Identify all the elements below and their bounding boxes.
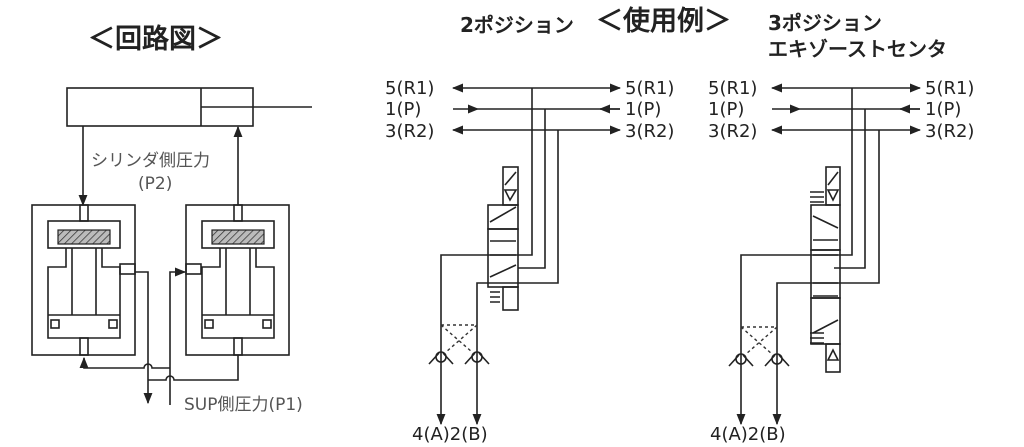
port-label-p-right: 1(P) — [625, 99, 661, 120]
port-label-r1-right: 5(R1) — [625, 78, 674, 99]
three-position-subtitle: エキゾーストセンタ — [768, 37, 947, 61]
two-position-example: 5(R1) 1(P) 3(R2) 5(R1) 1(P) 3(R2) 4(A)2(… — [385, 78, 674, 445]
circuit-title: ＜回路図＞ — [88, 23, 223, 55]
cylinder-rod — [200, 88, 312, 126]
output-ports-label: 4(A)2(B) — [412, 424, 488, 445]
two-position-title: 2ポジション — [460, 13, 574, 37]
port-label-r2-left: 3(R2) — [385, 121, 434, 142]
port-label-r1-left: 5(R1) — [385, 78, 434, 99]
port-label-r2-right: 3(R2) — [925, 121, 974, 142]
three-position-title: 3ポジション — [768, 11, 882, 35]
port-label-p-right: 1(P) — [925, 99, 961, 120]
port-label-p-left: 1(P) — [385, 99, 421, 120]
port-label-r2-left: 3(R2) — [708, 121, 757, 142]
port-label-r1-left: 5(R1) — [708, 78, 757, 99]
output-ports-label: 4(A)2(B) — [710, 424, 786, 445]
sup-pressure-label: SUP側圧力(P1) — [184, 395, 303, 415]
usage-title: ＜使用例＞ — [596, 6, 731, 37]
three-position-example: 5(R1) 1(P) 3(R2) 5(R1) 1(P) 3(R2) 4(A)2(… — [708, 78, 974, 445]
cylinder-pressure-sub: (P2) — [138, 174, 172, 194]
port-label-r2-right: 3(R2) — [625, 121, 674, 142]
port-label-p-left: 1(P) — [708, 99, 744, 120]
cylinder-pressure-label: シリンダ側圧力 — [91, 151, 210, 171]
circuit-diagram: ＜回路図＞ シリンダ側圧力 (P2) SUP側圧力(P1) — [31, 23, 312, 415]
regulator-left — [31, 204, 136, 356]
regulator-right — [185, 204, 290, 356]
port-label-r1-right: 5(R1) — [925, 78, 974, 99]
